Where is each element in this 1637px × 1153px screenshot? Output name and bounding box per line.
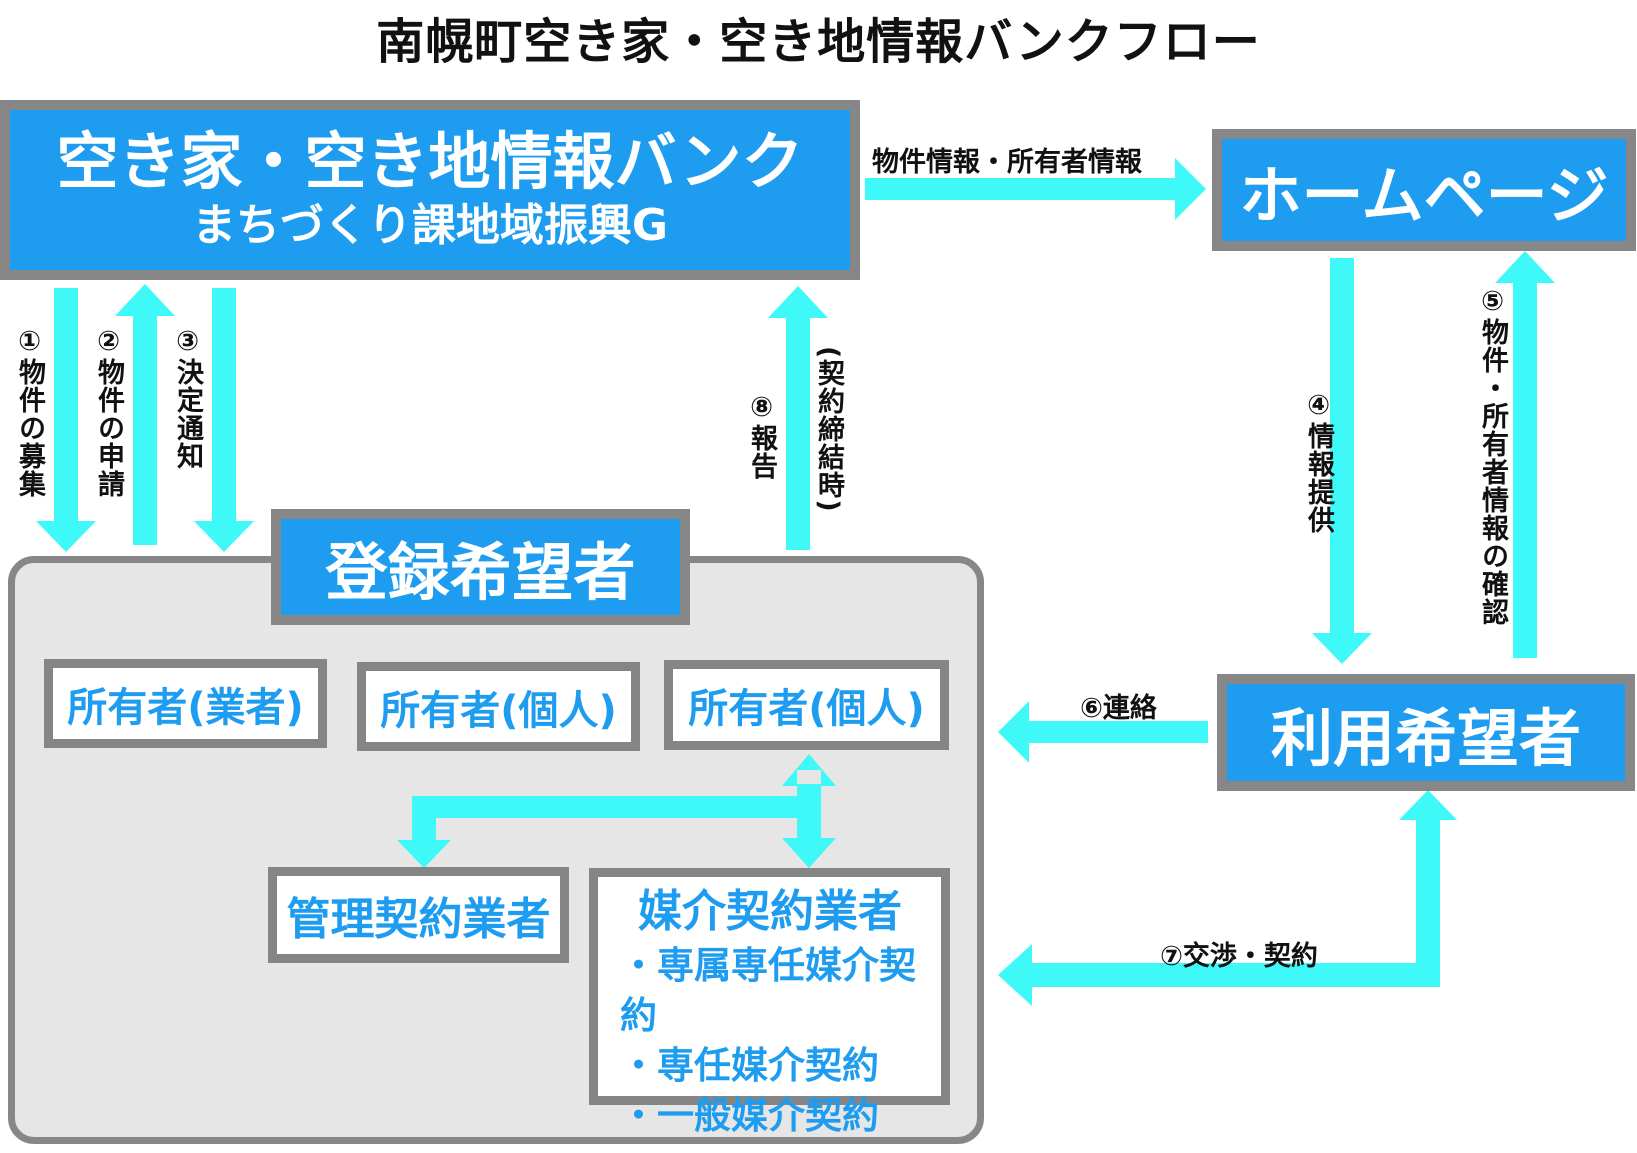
arrow-f1-down (36, 288, 96, 552)
flow-label-info: 物件情報・所有者情報 (872, 147, 1142, 178)
arrow-f2-up (115, 284, 175, 545)
info-bank-box: 空き家・空き地情報バンク まちづくり課地域振興G (0, 100, 860, 280)
arrow-f5-up (1495, 251, 1555, 658)
homepage-box: ホームページ (1212, 129, 1636, 251)
flow-label-f8-note: (契約締結時) (813, 346, 844, 513)
flow-label-f2: ②物件の申請 (93, 326, 124, 498)
registrant-label: 登録希望者 (325, 536, 636, 609)
arrow-f6-left (998, 701, 1208, 763)
arrow-f7-up-head (1399, 790, 1457, 820)
arrow-broker-down (782, 838, 836, 868)
owner-business-label: 所有者(業者) (67, 684, 304, 731)
arrow-branch-bar (412, 796, 821, 818)
arrow-f4-down (1312, 258, 1372, 664)
broker-item-3: ・一般媒介契約 (620, 1094, 879, 1137)
management-contractor-label: 管理契約業者 (286, 894, 551, 945)
arrow-f7-horizontal (1030, 963, 1440, 987)
arrow-f7-vertical (1416, 820, 1440, 987)
arrow-f7-left-head (998, 944, 1032, 1006)
flow-label-f5: ⑤物件・所有者情報の確認 (1477, 286, 1508, 626)
homepage-label: ホームページ (1239, 159, 1609, 232)
arrow-management-down (397, 840, 451, 868)
owner-individual-label-2: 所有者(個人) (688, 686, 925, 732)
user-box: 利用希望者 (1217, 674, 1635, 791)
owner-individual-box-2: 所有者(個人) (664, 660, 949, 750)
broker-contractor-box: 媒介契約業者 ・専属専任媒介契約 ・専任媒介契約 ・一般媒介契約 (589, 868, 950, 1137)
registrant-box: 登録希望者 (271, 509, 690, 625)
flow-label-f7: ⑦交渉・契約 (1160, 941, 1318, 972)
info-bank-title: 空き家・空き地情報バンク (56, 124, 804, 198)
broker-item-1: ・専属専任媒介契約 (620, 944, 916, 1037)
page-title: 南幌町空き家・空き地情報バンクフロー (376, 14, 1261, 70)
owner-individual-label-1: 所有者(個人) (380, 687, 617, 734)
owner-individual-box-1: 所有者(個人) (357, 662, 640, 751)
arrow-f8-up (768, 286, 828, 550)
info-bank-subtitle: まちづくり課地域振興G (191, 200, 669, 252)
arrow-f3-down (194, 288, 254, 552)
owner-business-box: 所有者(業者) (44, 659, 327, 748)
arrow-info-right (865, 158, 1206, 220)
flow-label-f8: ⑧報告 (746, 392, 777, 480)
arrow-management-stem (412, 796, 436, 842)
management-contractor-box: 管理契約業者 (268, 867, 569, 963)
user-label: 利用希望者 (1270, 701, 1581, 775)
flow-label-f3: ③決定通知 (172, 326, 203, 470)
arrow-owner-up (782, 754, 836, 786)
flow-label-f1: ①物件の募集 (14, 326, 45, 498)
broker-title: 媒介契約業者 (638, 886, 902, 937)
broker-item-2: ・専任媒介契約 (620, 1044, 879, 1087)
flow-label-f6: ⑥連絡 (1080, 693, 1157, 724)
flow-label-f4: ④情報提供 (1303, 390, 1334, 534)
